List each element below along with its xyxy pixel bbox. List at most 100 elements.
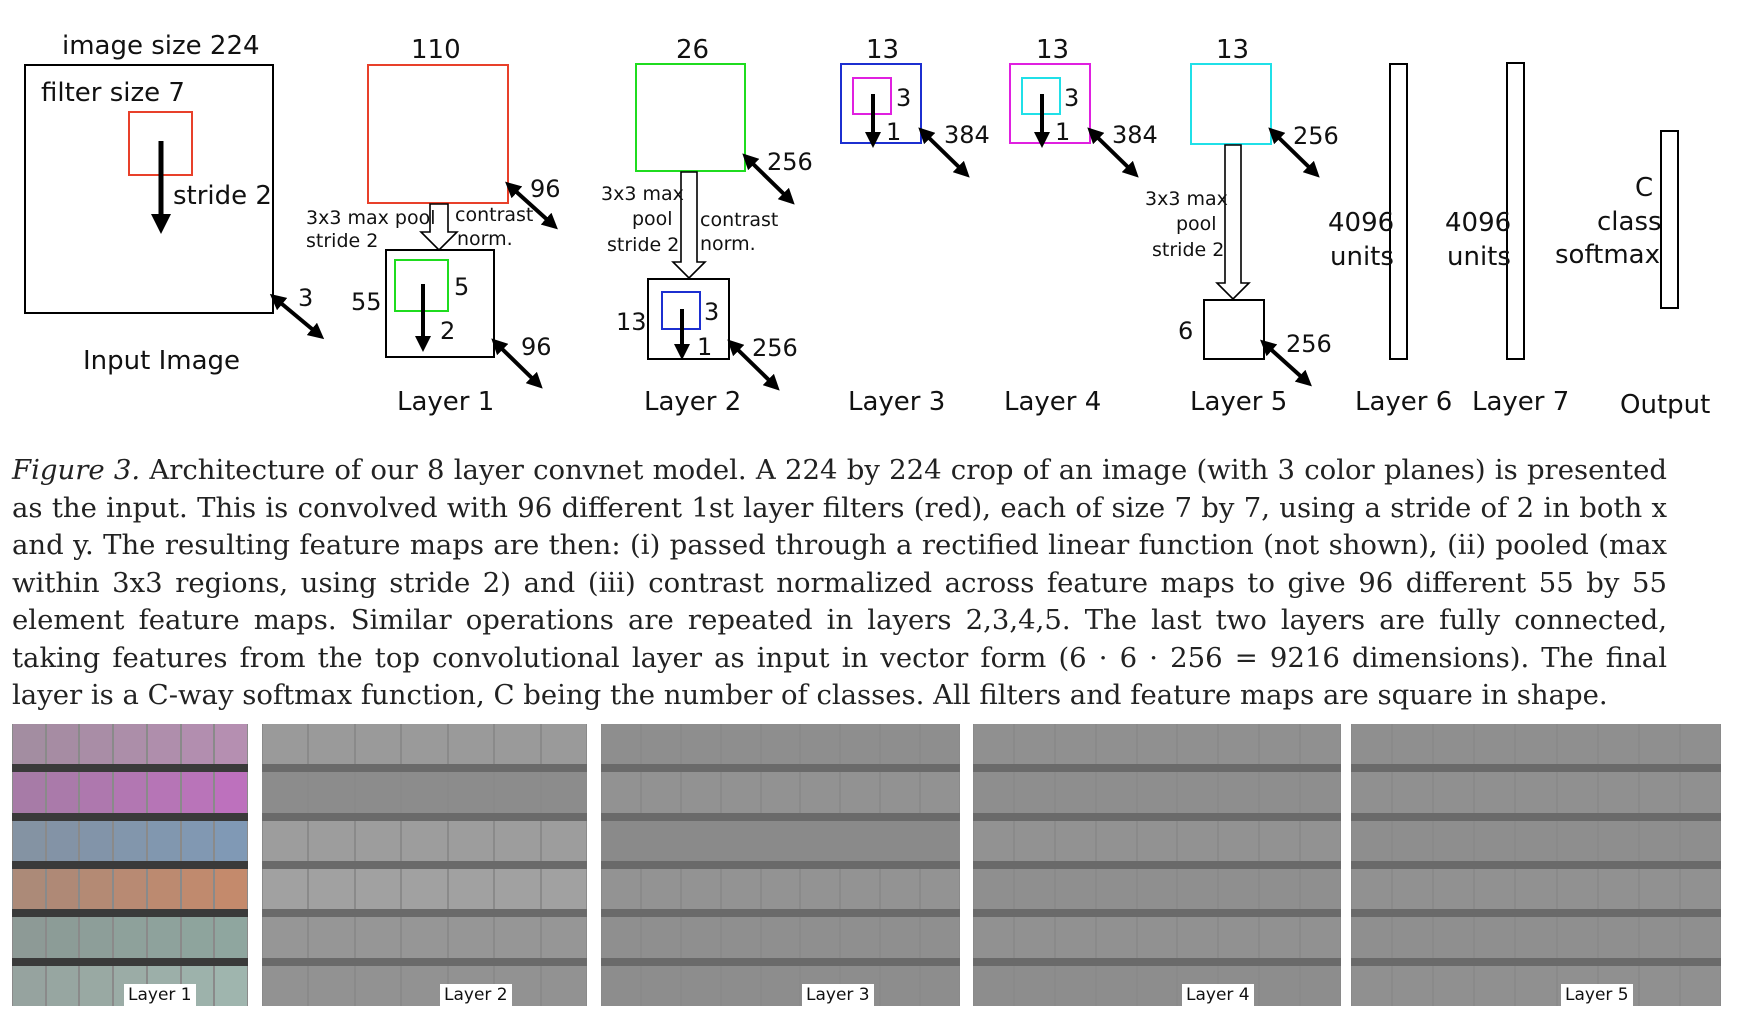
layer2-op-line2: pool xyxy=(632,208,673,230)
filter-tile xyxy=(761,820,800,861)
row-separator xyxy=(262,909,587,918)
filter-tile xyxy=(309,724,354,765)
filter-tile xyxy=(1260,965,1300,1006)
filter-tile xyxy=(181,869,214,910)
layer1-stride-label: 2 xyxy=(440,317,455,345)
filter-tile xyxy=(641,965,680,1006)
filter-tile xyxy=(1393,965,1433,1006)
filter-tile xyxy=(641,724,680,765)
filter-tile xyxy=(1055,869,1095,910)
output-block: C class softmax Output xyxy=(1555,130,1710,420)
filter-tile xyxy=(1137,965,1177,1006)
layer7-units-line1: 4096 xyxy=(1445,208,1511,238)
filter-tile xyxy=(1434,965,1474,1006)
filter-tile xyxy=(263,869,308,910)
filter-tile xyxy=(1137,724,1177,765)
filter-tile xyxy=(541,869,586,910)
filter-tile xyxy=(1598,724,1638,765)
filter-tile xyxy=(46,869,79,910)
filter-tile xyxy=(1393,724,1433,765)
layer1-top-box xyxy=(367,64,509,204)
filter-tile xyxy=(721,724,760,765)
layer6-units-line1: 4096 xyxy=(1328,208,1394,238)
filter-tile xyxy=(921,820,959,861)
row-separator xyxy=(1351,957,1721,966)
filter-tile xyxy=(1393,917,1433,958)
filter-tile xyxy=(1014,965,1054,1006)
filter-tile xyxy=(114,772,146,813)
layer1-top-depth: 96 xyxy=(530,175,561,203)
filter-tile xyxy=(841,772,880,813)
layer6-bar xyxy=(1389,63,1408,360)
layer1-top-size: 110 xyxy=(411,35,461,65)
row-separator xyxy=(12,764,248,773)
filter-tile xyxy=(1260,820,1300,861)
filter-tile xyxy=(263,724,308,765)
figure-caption: Figure 3. Architecture of our 8 layer co… xyxy=(12,452,1667,715)
layer5-bottom-size: 6 xyxy=(1178,317,1193,345)
filter-tile xyxy=(1260,724,1300,765)
filter-tile xyxy=(681,869,720,910)
filter-tile xyxy=(1301,917,1340,958)
filter-tile xyxy=(147,772,180,813)
row-separator xyxy=(262,764,587,773)
filter-tile xyxy=(1475,772,1515,813)
filter-tile xyxy=(215,965,247,1006)
filter-tile xyxy=(114,820,146,861)
filter-tile xyxy=(602,724,640,765)
layer1-contrast-line2: norm. xyxy=(457,228,513,250)
layer2-contrast-line1: contrast xyxy=(700,209,778,231)
filter-tile xyxy=(1178,917,1218,958)
filter-tile xyxy=(309,917,354,958)
filter-tile xyxy=(801,724,840,765)
filter-tile xyxy=(309,772,354,813)
filter-tile xyxy=(46,820,79,861)
filter-tile xyxy=(181,917,214,958)
filter-tile xyxy=(46,965,79,1006)
output-line2: class xyxy=(1597,207,1662,237)
filter-tile xyxy=(1680,820,1720,861)
filter-tile xyxy=(495,820,540,861)
filter-tile xyxy=(541,965,586,1006)
filter-tile xyxy=(80,772,113,813)
filter-tile xyxy=(80,724,113,765)
filter-tile xyxy=(355,820,401,861)
filter-tile xyxy=(263,965,308,1006)
filter-tile xyxy=(881,820,920,861)
filter-tile xyxy=(402,820,447,861)
layer3-box xyxy=(840,63,922,144)
filter-tile xyxy=(1516,965,1556,1006)
layer7-units-line2: units xyxy=(1447,242,1511,272)
row-separator xyxy=(601,764,960,773)
filter-tile xyxy=(681,820,720,861)
filter-tile xyxy=(1598,869,1638,910)
filter-tile xyxy=(1178,820,1218,861)
layer4-block: 13 3 1 384 Layer 4 xyxy=(1004,35,1158,417)
filter-tile xyxy=(1014,724,1054,765)
filter-tile xyxy=(1639,820,1679,861)
row-separator xyxy=(601,812,960,821)
filter-tile xyxy=(114,917,146,958)
filter-tile xyxy=(1557,724,1597,765)
filter-tile xyxy=(1680,869,1720,910)
filter-tile xyxy=(1639,869,1679,910)
output-bar xyxy=(1660,130,1679,309)
filter-tile xyxy=(761,869,800,910)
row-separator xyxy=(1351,812,1721,821)
output-line3: softmax xyxy=(1555,240,1660,270)
filter-tile xyxy=(541,917,586,958)
filter-tile xyxy=(1055,917,1095,958)
filter-tile xyxy=(602,772,640,813)
filter-tile xyxy=(801,917,840,958)
filter-tile xyxy=(355,772,401,813)
filter-tile xyxy=(974,965,1013,1006)
filter-tile xyxy=(1301,869,1340,910)
layer5-op-line2: pool xyxy=(1176,213,1217,235)
filter-tile xyxy=(1137,869,1177,910)
row-separator xyxy=(262,957,587,966)
filter-tile xyxy=(974,869,1013,910)
filter-tile xyxy=(681,772,720,813)
layer1-visualization-panel: Layer 1 xyxy=(12,724,248,1006)
filter-tile xyxy=(1137,917,1177,958)
filter-tile xyxy=(1680,917,1720,958)
